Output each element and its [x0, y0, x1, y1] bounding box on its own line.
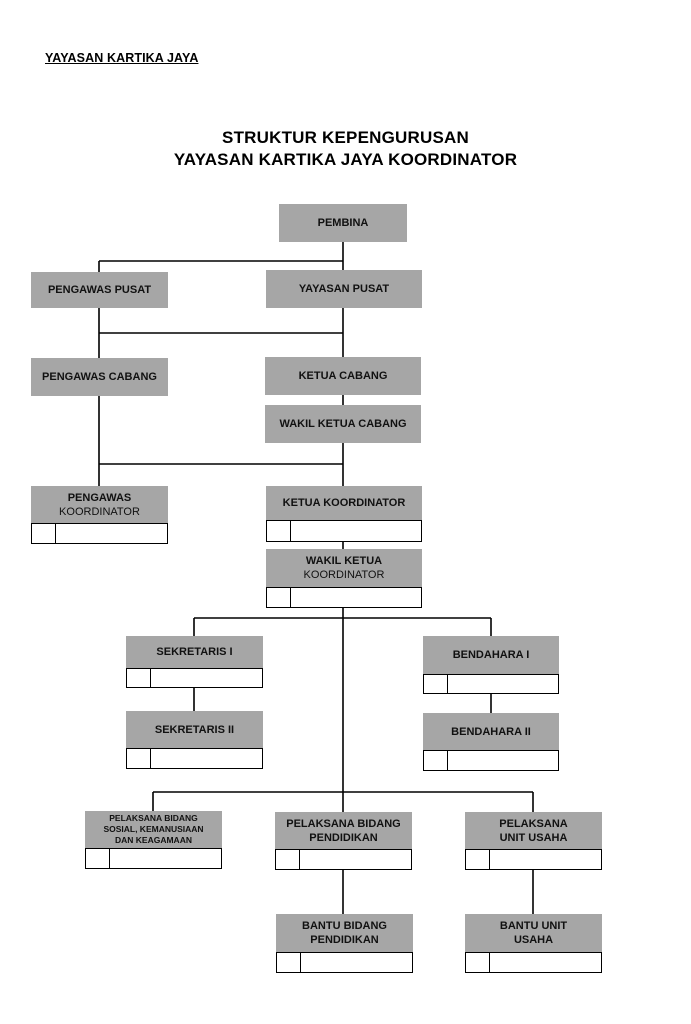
name-field-cell	[424, 751, 448, 770]
node-sekretaris-1: SEKRETARIS I	[126, 636, 263, 668]
node-pelaksana-sosial: PELAKSANA BIDANG SOSIAL, KEMANUSIAAN DAN…	[85, 811, 222, 848]
name-field-cell	[86, 849, 110, 868]
node-wakil-ketua-koordinator-label-2: KOORDINATOR	[303, 569, 385, 581]
name-field-cell	[466, 953, 490, 972]
node-bendahara-1-label: BENDAHARA I	[452, 649, 530, 661]
node-sekretaris-2-label: SEKRETARIS II	[154, 723, 235, 736]
node-pelaksana-sosial-label-1: PELAKSANA BIDANG	[109, 813, 198, 823]
node-bantu-pendidikan-label-1: BANTU BIDANG	[302, 920, 387, 932]
name-field-cell	[267, 521, 291, 541]
node-sekretaris-1-label: SEKRETARIS I	[156, 646, 233, 658]
node-bendahara-2: BENDAHARA II	[423, 713, 559, 750]
node-pengawas-cabang-label: PENGAWAS CABANG	[42, 371, 157, 383]
name-field-pelaksana-pendidikan	[275, 849, 412, 870]
node-pelaksana-usaha-label-1: PELAKSANA	[499, 817, 568, 830]
node-sekretaris-2: SEKRETARIS II	[126, 711, 263, 748]
node-pengawas-pusat-label: PENGAWAS PUSAT	[47, 284, 152, 296]
node-pelaksana-sosial-label-2: SOSIAL, KEMANUSIAAN	[103, 824, 204, 834]
node-pelaksana-usaha: PELAKSANA UNIT USAHA	[465, 812, 602, 849]
name-field-cell	[32, 524, 56, 543]
organization-label: YAYASAN KARTIKA JAYA	[45, 51, 199, 65]
name-field-cell	[424, 675, 448, 693]
node-wakil-ketua-koordinator: WAKIL KETUA KOORDINATOR	[266, 549, 422, 587]
node-yayasan-pusat-label: YAYASAN PUSAT	[298, 283, 390, 295]
node-bantu-usaha-label-2: USAHA	[513, 934, 554, 946]
node-bantu-pendidikan-label-2: PENDIDIKAN	[310, 934, 379, 946]
node-pelaksana-sosial-label-3: DAN KEAGAMAAN	[115, 835, 192, 845]
chart-title-line1: STRUKTUR KEPENGURUSAN	[222, 128, 469, 147]
name-field-cell	[466, 850, 490, 869]
node-pelaksana-usaha-label-2: UNIT USAHA	[499, 831, 568, 844]
name-field-sekretaris-2	[126, 748, 263, 769]
name-field-bendahara-1	[423, 674, 559, 694]
node-pengawas-pusat: PENGAWAS PUSAT	[31, 272, 168, 308]
node-wakil-ketua-cabang: WAKIL KETUA CABANG	[265, 405, 421, 443]
name-field-bantu-usaha	[465, 952, 602, 973]
name-field-sekretaris-1	[126, 668, 263, 688]
node-bantu-usaha-label-1: BANTU UNIT	[499, 920, 568, 932]
name-field-cell	[127, 669, 151, 687]
node-wakil-ketua-cabang-label: WAKIL KETUA CABANG	[279, 418, 407, 430]
node-bantu-pendidikan: BANTU BIDANG PENDIDIKAN	[276, 914, 413, 952]
node-pembina: PEMBINA	[279, 204, 407, 242]
name-field-cell	[277, 953, 301, 972]
node-ketua-koordinator-label: KETUA KOORDINATOR	[282, 497, 406, 509]
name-field-bantu-pendidikan	[276, 952, 413, 973]
node-yayasan-pusat: YAYASAN PUSAT	[266, 270, 422, 308]
node-pengawas-cabang: PENGAWAS CABANG	[31, 358, 168, 396]
name-field-cell	[276, 850, 300, 869]
node-pelaksana-pendidikan-label-2: PENDIDIKAN	[309, 831, 378, 844]
node-pengawas-koordinator-label-1: PENGAWAS	[67, 491, 132, 504]
name-field-cell	[267, 588, 291, 607]
node-ketua-cabang-label: KETUA CABANG	[298, 370, 388, 382]
name-field-ketua-koordinator	[266, 520, 422, 542]
node-bendahara-2-label: BENDAHARA II	[451, 725, 531, 738]
node-pelaksana-pendidikan-label-1: PELAKSANA BIDANG	[286, 817, 401, 830]
node-pelaksana-pendidikan: PELAKSANA BIDANG PENDIDIKAN	[275, 812, 412, 849]
node-bantu-usaha: BANTU UNIT USAHA	[465, 914, 602, 952]
name-field-pengawas-koordinator	[31, 523, 168, 544]
node-pembina-label: PEMBINA	[317, 217, 369, 229]
name-field-pelaksana-usaha	[465, 849, 602, 870]
chart-title-line2: YAYASAN KARTIKA JAYA KOORDINATOR	[173, 150, 518, 169]
node-pengawas-koordinator: PENGAWAS KOORDINATOR	[31, 486, 168, 523]
node-pengawas-koordinator-label-2: KOORDINATOR	[59, 505, 140, 518]
node-ketua-koordinator: KETUA KOORDINATOR	[266, 486, 422, 520]
name-field-cell	[127, 749, 151, 768]
name-field-pelaksana-sosial	[85, 848, 222, 869]
node-bendahara-1: BENDAHARA I	[423, 636, 559, 674]
node-ketua-cabang: KETUA CABANG	[265, 357, 421, 395]
name-field-wakil-ketua-koordinator	[266, 587, 422, 608]
name-field-bendahara-2	[423, 750, 559, 771]
node-wakil-ketua-koordinator-label-1: WAKIL KETUA	[305, 555, 383, 567]
